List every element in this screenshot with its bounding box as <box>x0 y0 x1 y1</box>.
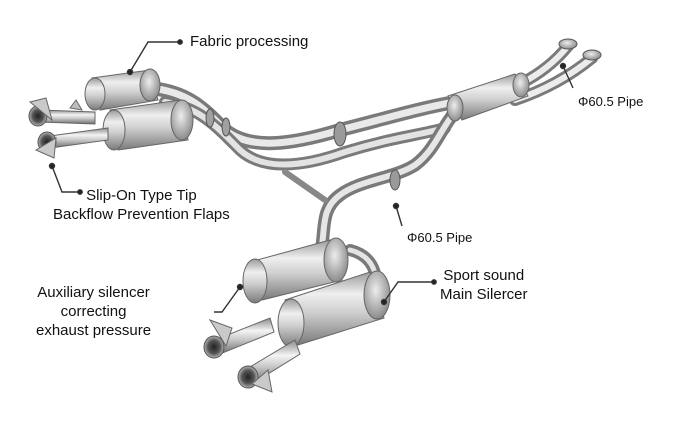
center-resonator <box>446 72 530 122</box>
callout-tip-line1: Slip-On Type Tip <box>86 187 197 204</box>
callout-pipe-top: Φ60.5 Pipe <box>578 94 644 109</box>
leader-pipe-mid <box>395 205 403 227</box>
rear-muffler-group <box>84 68 194 151</box>
pipe-network <box>143 38 602 296</box>
callout-aux-line3: exhaust pressure <box>36 322 152 339</box>
rear-tips <box>28 97 109 159</box>
callout-main-silencer: Sport sound Main Silercer <box>440 266 528 304</box>
cross-brace <box>282 169 328 203</box>
leader-main <box>383 281 434 303</box>
callout-main-line2: Main Silercer <box>440 286 528 303</box>
leader-pipe-top <box>562 65 574 89</box>
leader-tip <box>51 165 80 193</box>
callout-main-line1: Sport sound <box>443 267 525 284</box>
callout-aux-line2: correcting <box>60 303 127 320</box>
lower-muffler-group <box>242 237 391 348</box>
callout-auxiliary-silencer: Auxiliary silencer correcting exhaust pr… <box>36 283 151 340</box>
callout-slip-on-tip: Slip-On Type Tip Backflow Prevention Fla… <box>53 186 230 224</box>
callout-fabric-processing: Fabric processing <box>190 33 309 50</box>
callout-pipe-mid: Φ60.5 Pipe <box>407 230 473 245</box>
leader-lines <box>48 39 574 313</box>
leader-fabric <box>129 41 180 73</box>
callout-aux-line1: Auxiliary silencer <box>37 284 150 301</box>
leader-aux <box>214 286 241 313</box>
callout-tip-line2: Backflow Prevention Flaps <box>53 206 230 223</box>
lower-tips <box>203 317 301 393</box>
